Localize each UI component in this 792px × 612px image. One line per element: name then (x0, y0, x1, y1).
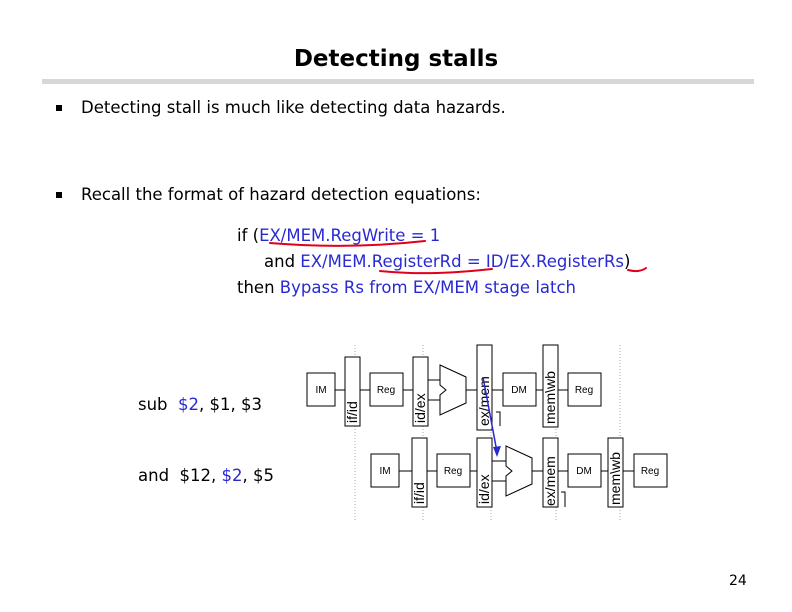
eq-keyword: then (237, 278, 280, 297)
bullet-marker (56, 105, 62, 111)
underline-rs (627, 267, 647, 273)
eq-keyword: if ( (237, 226, 260, 245)
mem-wb-latch: mem\wb (607, 437, 624, 508)
red-annotations (269, 240, 647, 275)
page-number: 24 (729, 573, 747, 589)
instr-rest: , $1, $3 (199, 395, 263, 414)
eq-expression: EX/MEM.RegWrite = 1 (259, 226, 441, 245)
pipeline-row-2: IM if/id Reg id/ex ex/mem DM (370, 437, 668, 508)
im-stage: IM (306, 372, 336, 407)
equation-line-3: then Bypass Rs from EX/MEM stage latch (237, 278, 576, 298)
ex-mem-latch: ex/mem (542, 437, 559, 508)
title-divider (42, 79, 754, 84)
im-stage: IM (370, 453, 400, 488)
mem-wb-label: mem\wb (607, 452, 623, 505)
if-id-latch: if/id (344, 356, 361, 427)
bullet-text: Recall the format of hazard detection eq… (81, 185, 481, 204)
instruction-and: and $12, $2, $5 (138, 466, 274, 485)
ex-mem-label: ex/mem (476, 376, 492, 426)
if-id-label: if/id (344, 401, 360, 423)
im-label: IM (315, 385, 326, 396)
reg-label: Reg (444, 466, 462, 477)
reg-label: Reg (641, 466, 659, 477)
id-ex-latch: id/ex (476, 437, 493, 508)
instr-src: $2 (221, 466, 243, 485)
slide-title: Detecting stalls (293, 46, 499, 72)
id-ex-label: id/ex (476, 474, 492, 504)
reg-writeback-stage: Reg (567, 372, 602, 407)
eq-expression: EX/MEM. (300, 252, 372, 271)
reg-writeback-stage: Reg (633, 453, 668, 488)
if-id-label: if/id (411, 482, 427, 504)
instr-op: sub (138, 395, 168, 414)
instr-pre: $12, (179, 466, 222, 485)
equation-line-2: and EX/MEM.RegisterRd = ID/EX.RegisterRs… (264, 252, 630, 272)
underline-regwrite (269, 240, 426, 247)
equation-line-1: if (EX/MEM.RegWrite = 1 (237, 226, 440, 246)
dm-stage: DM (567, 453, 602, 488)
dm-label: DM (576, 466, 592, 477)
dm-stage: DM (502, 372, 537, 407)
eq-expression: Bypass Rs from EX/MEM stage latch (279, 278, 577, 297)
reg-label: Reg (377, 385, 395, 396)
if-id-latch: if/id (411, 437, 428, 508)
eq-keyword: and (264, 252, 301, 271)
bullet-marker (56, 192, 62, 198)
im-label: IM (379, 466, 390, 477)
eq-close: ) (624, 252, 631, 271)
alu-shape (439, 364, 467, 416)
id-ex-label: id/ex (412, 393, 428, 423)
instr-dest: $2 (178, 395, 200, 414)
instr-op: and (138, 466, 170, 485)
pipeline-row-1: IM if/id Reg id/ex ex/mem DM (306, 344, 602, 431)
mem-wb-label: mem\wb (542, 371, 558, 424)
underline-registerrd (379, 268, 493, 275)
mem-wb-latch: mem\wb (542, 344, 559, 428)
ex-mem-label: ex/mem (542, 456, 558, 506)
instr-rest: , $5 (242, 466, 275, 485)
forwarding-arrow-icon (482, 376, 501, 457)
dm-label: DM (511, 385, 527, 396)
instruction-sub: sub $2, $1, $3 (138, 395, 262, 414)
ex-mem-latch: ex/mem (476, 344, 493, 431)
alu-shape (505, 445, 533, 497)
reg-stage: Reg (369, 372, 404, 407)
eq-expression: RegisterRd = ID/EX.RegisterRs (371, 252, 625, 271)
id-ex-latch: id/ex (412, 356, 429, 427)
reg-stage: Reg (436, 453, 471, 488)
bullet-text: Detecting stall is much like detecting d… (81, 98, 506, 117)
reg-label: Reg (575, 385, 593, 396)
